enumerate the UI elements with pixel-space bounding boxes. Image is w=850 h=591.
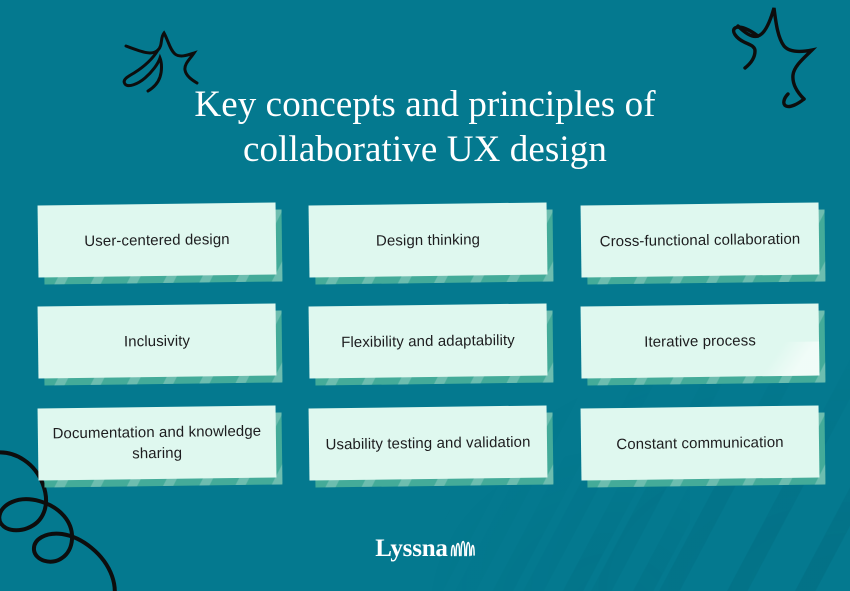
page-title-line-2: collaborative UX design xyxy=(243,129,607,170)
page-title: Key concepts and principles of collabora… xyxy=(0,82,850,172)
card-label: Flexibility and adaptability xyxy=(341,331,515,351)
lyssna-wordmark: Lyssna xyxy=(375,535,448,562)
card-surface[interactable]: User-centered design xyxy=(37,202,277,278)
card-surface[interactable]: Cross-functional collaboration xyxy=(580,202,820,278)
card-label: Constant communication xyxy=(616,433,784,453)
concept-card-usability-testing-and-validation[interactable]: Usability testing and validation xyxy=(308,405,554,488)
card-surface[interactable]: Usability testing and validation xyxy=(308,405,548,481)
lyssna-logo: Lyssna xyxy=(0,536,850,561)
card-surface[interactable]: Flexibility and adaptability xyxy=(308,303,548,379)
card-surface[interactable]: Iterative process xyxy=(580,303,820,379)
card-label: Cross-functional collaboration xyxy=(599,230,801,250)
concept-card-flexibility-and-adaptability[interactable]: Flexibility and adaptability xyxy=(308,303,554,386)
card-surface[interactable]: Design thinking xyxy=(308,202,548,278)
concept-card-grid: User-centered design Design thinking Cro… xyxy=(37,202,826,488)
card-label: User-centered design xyxy=(84,230,230,250)
card-label: Usability testing and validation xyxy=(325,433,531,453)
concept-card-constant-communication[interactable]: Constant communication xyxy=(580,405,826,488)
concept-card-cross-functional-collaboration[interactable]: Cross-functional collaboration xyxy=(580,202,826,285)
waveform-squiggle-icon xyxy=(449,539,475,559)
card-surface[interactable]: Documentation and knowledge sharing xyxy=(37,405,277,481)
page-title-line-1: Key concepts and principles of xyxy=(194,84,656,125)
card-label: Inclusivity xyxy=(123,332,191,350)
concept-card-documentation-and-knowledge-sharing[interactable]: Documentation and knowledge sharing xyxy=(37,405,283,488)
concept-card-iterative-process[interactable]: Iterative process xyxy=(580,303,826,386)
concept-card-design-thinking[interactable]: Design thinking xyxy=(308,202,554,285)
concept-card-user-centered-design[interactable]: User-centered design xyxy=(37,202,283,285)
card-label: Iterative process xyxy=(644,331,756,351)
card-surface[interactable]: Inclusivity xyxy=(37,303,277,379)
card-label: Design thinking xyxy=(375,230,481,250)
card-label: Documentation and knowledge sharing xyxy=(52,422,262,463)
card-surface[interactable]: Constant communication xyxy=(580,405,820,481)
concept-card-inclusivity[interactable]: Inclusivity xyxy=(37,303,283,386)
